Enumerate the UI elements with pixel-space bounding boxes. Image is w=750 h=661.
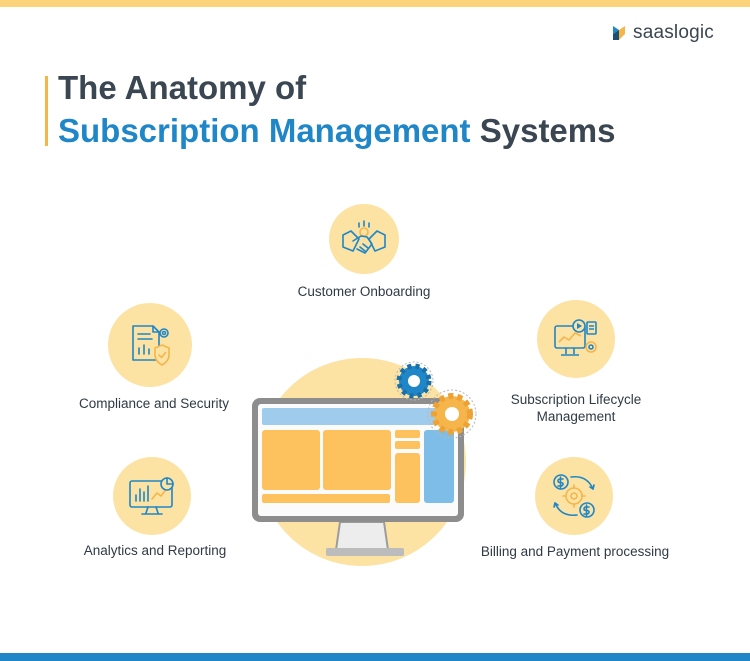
compliance-label: Compliance and Security [78,396,230,411]
analytics-circle [113,457,191,535]
title-line-1: The Anatomy of [58,69,307,106]
compliance-circle [108,303,192,387]
screen-header-block [262,408,454,425]
monitor-subscription-icon [554,319,597,356]
bottom-accent-bar [0,653,750,661]
billing-circle [535,457,613,535]
screen-card-small [395,453,420,503]
title-accent-line [45,76,48,146]
brand-logo: saaslogic [611,22,714,44]
top-accent-bar [0,0,750,7]
title-highlight: Subscription Management [58,112,471,149]
screen-row-1 [395,430,420,438]
screen-card-middle [323,430,391,490]
onboarding-label: Customer Onboarding [297,284,431,299]
orange-gear-icon [427,389,477,439]
saaslogic-logo-icon [613,26,625,40]
screen-row-2 [395,441,420,449]
monitor-illustration [252,358,477,566]
document-shield-icon [132,325,170,366]
blue-gear-icon [394,361,434,401]
analytics-label: Analytics and Reporting [83,543,227,558]
screen-footer-bar [262,494,390,503]
brand-name: saaslogic [633,22,715,43]
lifecycle-circle [537,300,615,378]
billing-cycle-icon [553,474,595,518]
screen-sidebar-block [424,430,454,503]
lifecycle-label: Subscription Lifecycle Management [496,391,656,425]
handshake-icon [342,220,386,254]
title-line-2-rest: Systems [470,112,616,149]
lifecycle-label-line-1: Subscription Lifecycle [510,392,642,407]
billing-label: Billing and Payment processing [480,544,670,559]
page-title: The Anatomy of Subscription Management S… [58,66,616,152]
screen-card-left [262,430,320,490]
title-line-2: Subscription Management Systems [58,109,616,152]
lifecycle-label-line-2: Management [536,409,616,424]
analytics-monitor-icon [129,477,174,515]
onboarding-circle [329,204,399,274]
